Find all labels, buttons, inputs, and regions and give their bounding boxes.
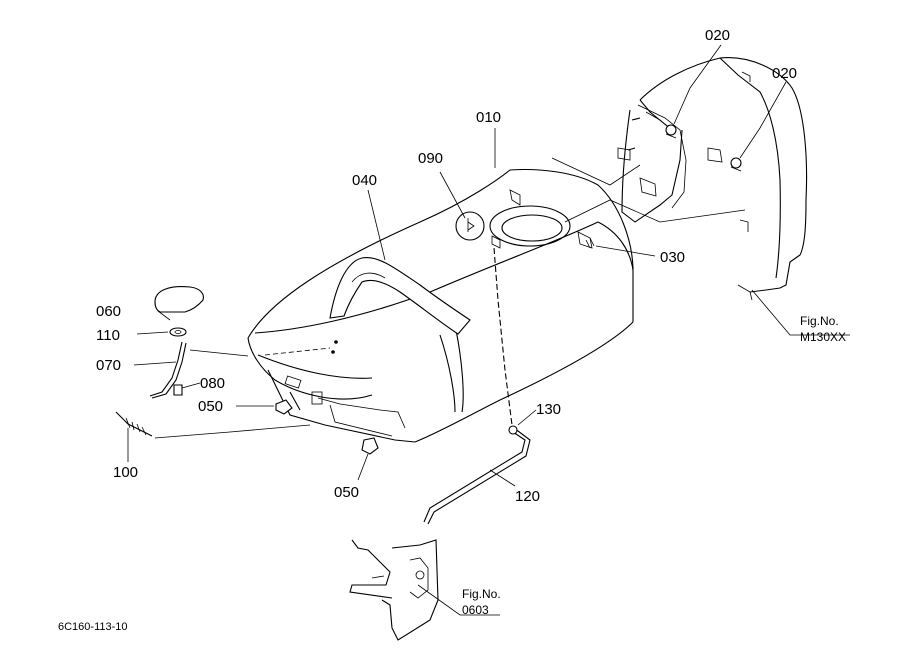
screw-dot [334,340,338,344]
handle-dashline [264,347,331,356]
rear-cover-leader-b [564,199,746,223]
part-number-labels: 010 020 020 030 040 050 050 060 070 080 … [96,27,797,505]
label-080: 080 [200,375,225,392]
nut-050-a [275,399,293,415]
rear-cover [617,57,808,301]
handle-grip [329,257,471,335]
screw-dot-2 [331,350,335,354]
filler-opening [455,205,571,247]
rear-cover-leader-a [551,157,641,186]
lever-070 [149,341,187,399]
label-130: 130 [536,401,561,418]
label-040: 040 [352,172,377,189]
drawing-code: 6C160-113-10 [58,621,128,633]
label-100: 100 [113,464,138,481]
bolt-080 [173,384,183,396]
figure-reference-m130: Fig.No. M130XX [800,314,846,344]
fig-ref-m130-title: Fig.No. [800,314,839,328]
label-070: 070 [96,357,121,374]
label-060: 060 [96,303,121,320]
leader-lines [127,44,850,616]
hood-body [247,168,634,443]
knob-060 [154,286,204,313]
label-010: 010 [476,109,501,126]
label-110: 110 [96,327,120,344]
figure-reference-0603: Fig.No. 0603 [462,587,501,617]
fig-ref-0603-title: Fig.No. [462,587,501,601]
label-020-right: 020 [772,65,797,82]
label-090: 090 [418,150,443,167]
washer-110 [169,327,187,337]
spring-100 [115,411,153,437]
nut-050-b [361,437,379,455]
label-120: 120 [515,488,540,505]
label-030: 030 [660,249,685,266]
bracket-0603 [349,539,439,641]
label-050-bottom: 050 [334,484,359,501]
rod-120 [423,425,531,525]
hood-clips [491,189,595,249]
lever-link-line [189,349,249,357]
spring-link-line [154,424,311,439]
fig-ref-0603-number: 0603 [462,603,489,617]
label-020-left: 020 [705,27,730,44]
label-050-left: 050 [198,398,223,415]
fig-ref-m130-number: M130XX [800,330,846,344]
